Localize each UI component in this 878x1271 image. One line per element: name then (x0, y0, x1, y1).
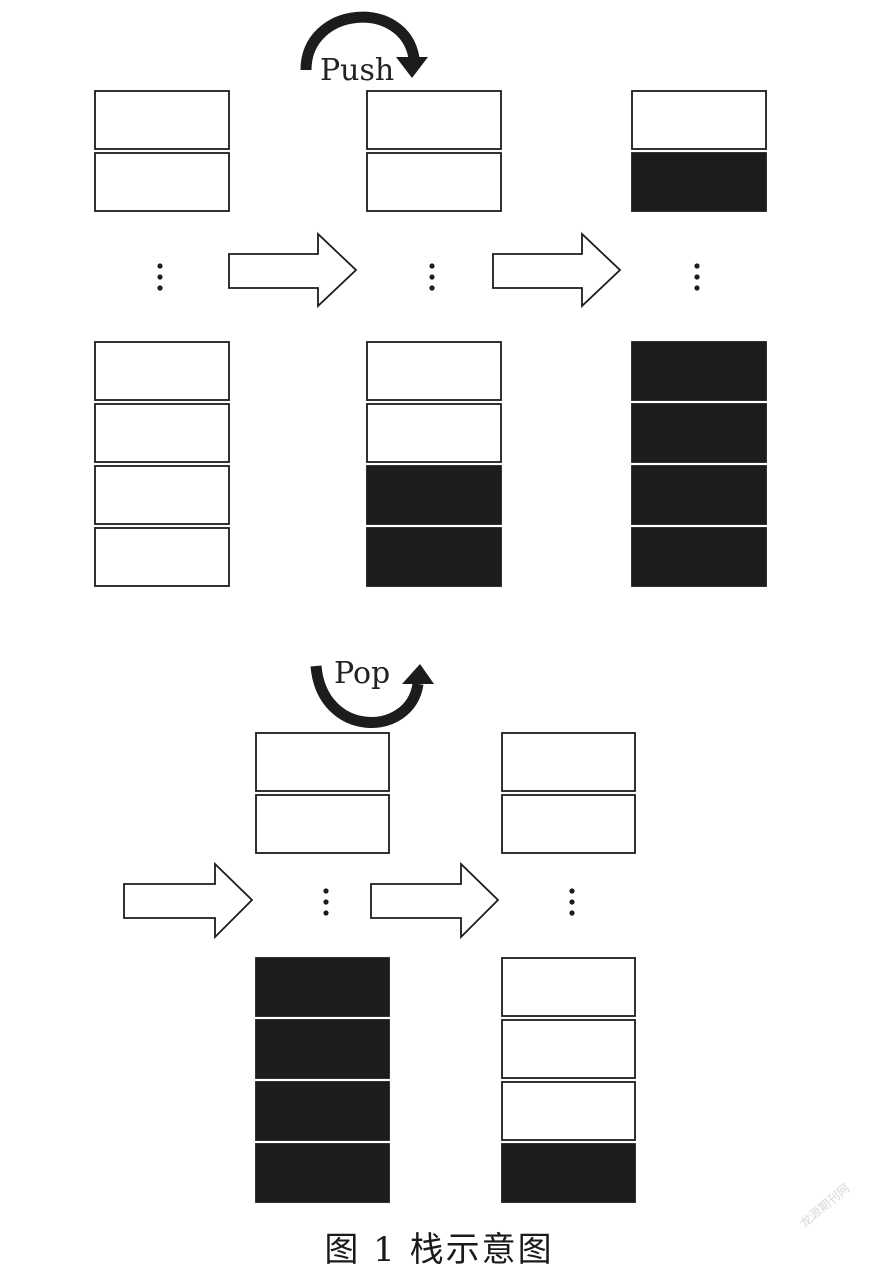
ellipsis-icon (157, 263, 163, 291)
stack-cell-filled (255, 1081, 390, 1141)
stack-cell-empty (501, 732, 636, 792)
stack-cell-empty (366, 403, 502, 463)
stack-cell-empty (366, 90, 502, 150)
transition-arrow-icon (228, 231, 358, 309)
stack-cell-filled (501, 1143, 636, 1203)
transition-arrow-icon (492, 231, 622, 309)
ellipsis-icon (429, 263, 435, 291)
stack-layer (94, 90, 767, 1203)
stack-cell-filled (631, 403, 767, 463)
figure-caption: 图 1 栈示意图 (324, 1230, 554, 1270)
stack-cell-filled (366, 465, 502, 525)
ellipsis-icon (694, 263, 700, 291)
stack-cell-empty (94, 527, 230, 587)
ellipsis-icon (323, 888, 329, 916)
stack-cell-filled (631, 527, 767, 587)
stack-cell-empty (255, 794, 390, 854)
stack-cell-empty (255, 732, 390, 792)
stack-cell-filled (255, 1019, 390, 1079)
stack-cell-filled (366, 527, 502, 587)
stack-cell-empty (366, 152, 502, 212)
stack-cell-empty (94, 152, 230, 212)
transition-arrow-icon (370, 861, 500, 940)
pop-label: Pop (334, 656, 390, 691)
stack-cell-empty (94, 465, 230, 525)
stack-cell-empty (631, 90, 767, 150)
stack-cell-filled (631, 152, 767, 212)
stack-cell-empty (501, 1019, 636, 1079)
stack-cell-empty (366, 341, 502, 401)
stack-cell-filled (631, 465, 767, 525)
stack-cell-filled (255, 957, 390, 1017)
stack-cell-empty (501, 794, 636, 854)
transition-arrow-icon (123, 861, 254, 940)
stack-cell-empty (501, 1081, 636, 1141)
stack-cell-empty (94, 341, 230, 401)
stack-cell-filled (631, 341, 767, 401)
push-curved-arrow-icon (300, 11, 428, 78)
stack-cell-empty (94, 403, 230, 463)
pop-curved-arrow-icon (310, 664, 434, 728)
stack-cell-empty (94, 90, 230, 150)
stack-cell-filled (255, 1143, 390, 1203)
ellipsis-icon (569, 888, 575, 916)
stack-cell-empty (501, 957, 636, 1017)
push-label: Push (320, 53, 394, 88)
